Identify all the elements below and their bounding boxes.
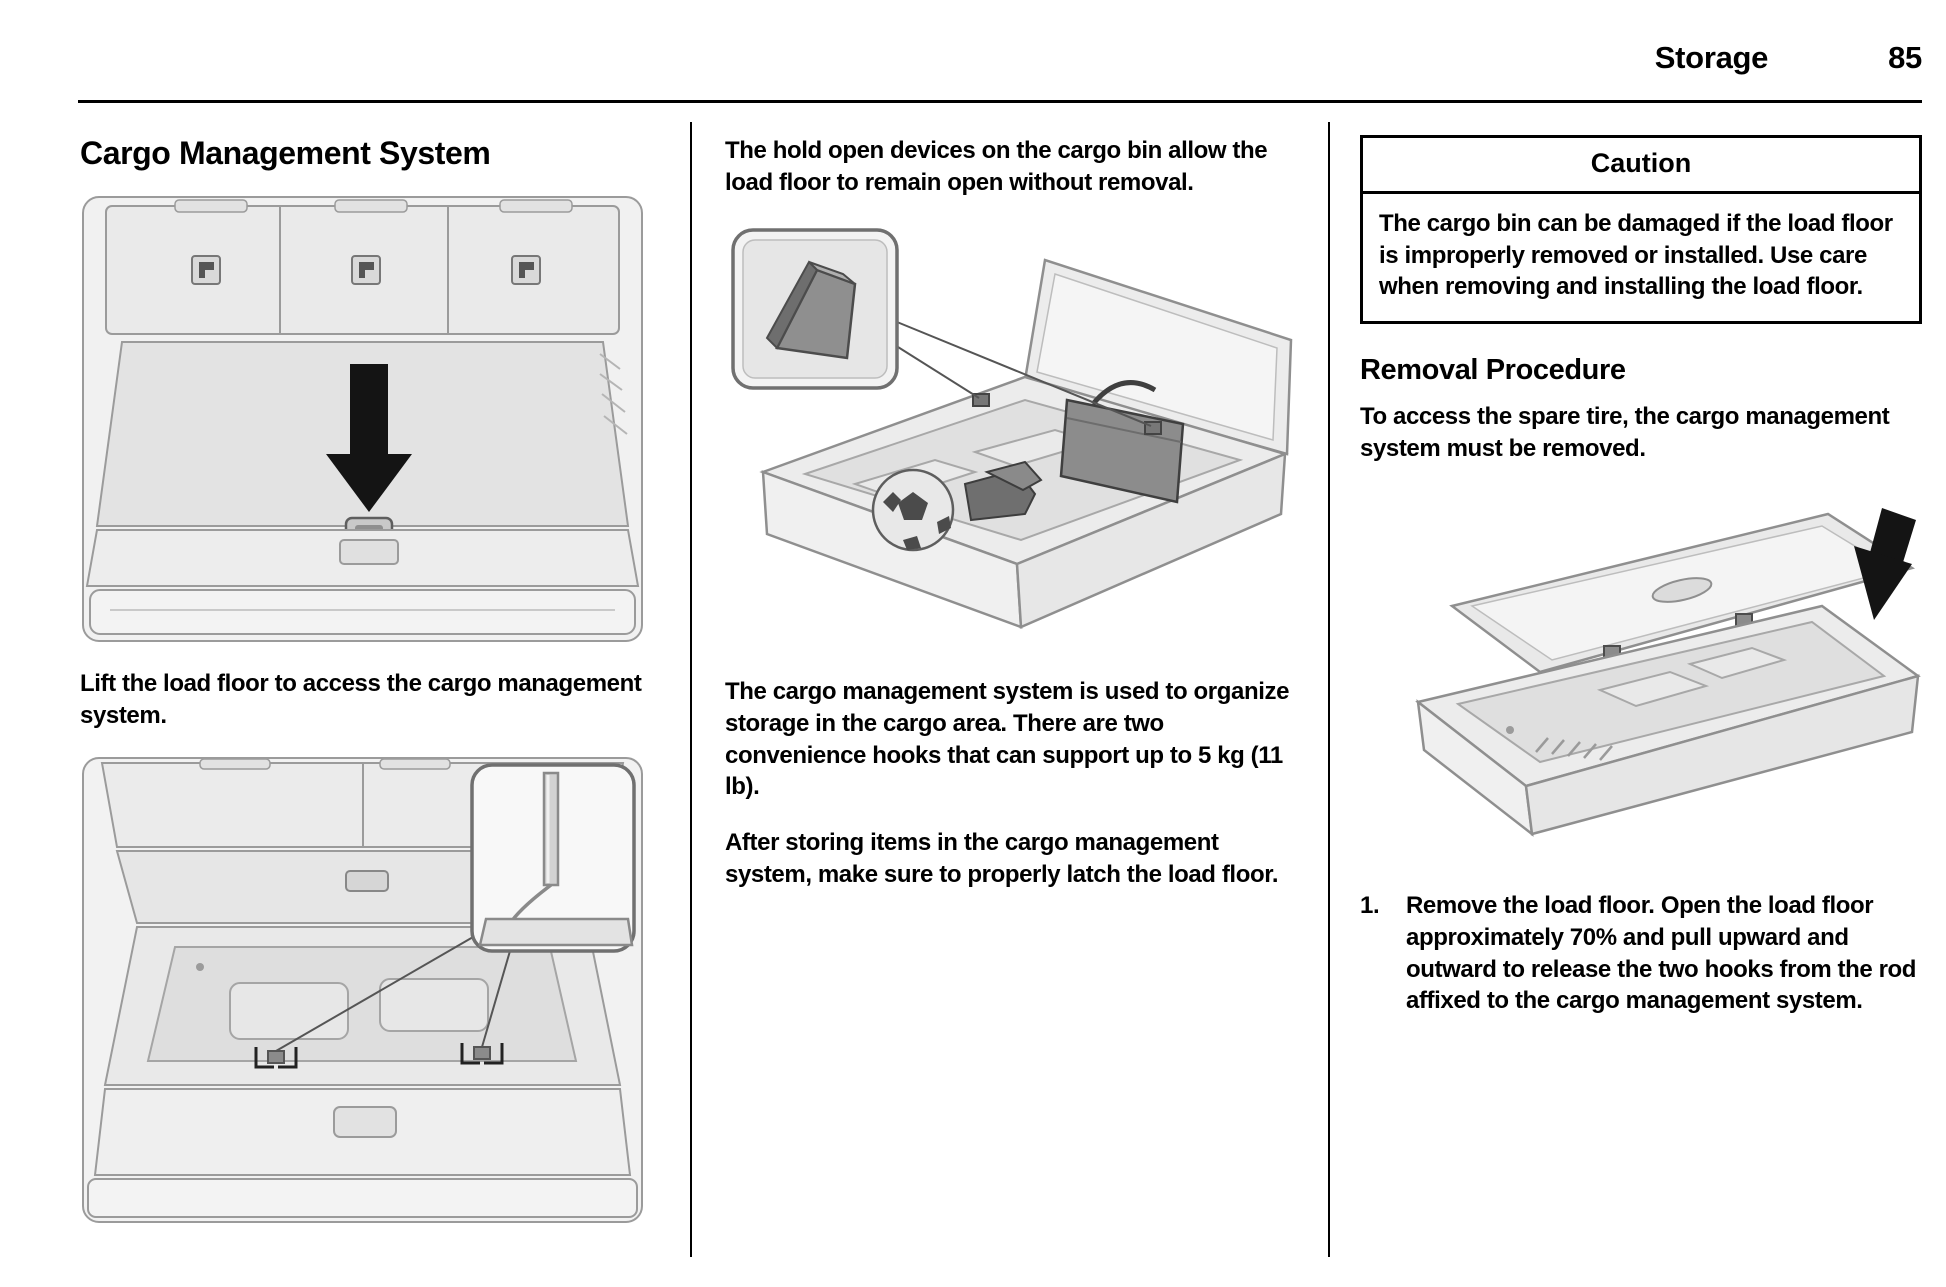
hold-open-illustration [731,228,1293,630]
column-divider [1328,122,1330,1257]
step-text: Remove the load floor. Open the load flo… [1406,892,1917,1015]
hold-open-device-inset [731,228,899,391]
figure-removal-procedure [1360,494,1922,854]
figure-cargo-area-load-floor [80,194,645,644]
floor-ridges [1535,737,1613,762]
column-right: Caution The cargo bin can be damaged if … [1360,135,1922,1017]
hook-marker-icon [254,1043,504,1069]
removal-procedure-heading: Removal Procedure [1360,354,1626,387]
step-number: 1. [1360,892,1380,920]
pull-arrow-icon [1854,508,1916,621]
lift-load-floor-caption: Lift the load floor to access the cargo … [80,670,642,729]
caution-box: Caution The cargo bin can be damaged if … [1360,135,1922,325]
caution-title: Caution [1363,138,1919,194]
column-middle: The hold open devices on the cargo bin a… [725,135,1297,914]
soccer-ball [871,469,955,552]
latch-reminder-paragraph: After storing items in the cargo managem… [725,829,1279,888]
section-title: Storage [1654,40,1769,75]
rod-hook-inset [470,763,636,954]
cargo-area-illustration [82,196,643,642]
column-divider [690,122,692,1257]
boots [963,461,1043,522]
figure-hold-open-devices [725,222,1297,652]
page-number: 85 [1888,40,1922,75]
column-left: Cargo Management System [80,135,645,1249]
removal-step-1: 1. Remove the load floor. Open the load … [1360,890,1922,1017]
cargo-management-heading: Cargo Management System [80,135,491,171]
header-rule [78,100,1922,103]
caution-body: The cargo bin can be damaged if the load… [1379,210,1893,301]
removal-illustration [1415,508,1921,838]
convenience-hooks-paragraph: The cargo management system is used to o… [725,678,1290,801]
page-header: Storage 85 [80,40,1923,76]
figure-cargo-bin-hooks [80,755,645,1225]
cargo-bin-hooks-illustration [82,757,643,1224]
hold-open-paragraph: The hold open devices on the cargo bin a… [725,137,1268,196]
seat-latch-flag-icon [199,262,534,278]
spare-tire-paragraph: To access the spare tire, the cargo mana… [1360,403,1890,462]
down-arrow-icon [326,364,412,512]
